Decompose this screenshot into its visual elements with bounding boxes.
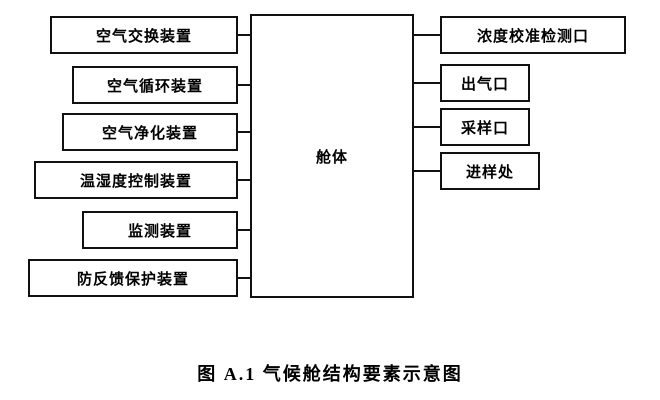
node-air-purification: 空气净化装置 <box>62 113 238 151</box>
connector-left-3 <box>238 131 250 133</box>
node-sample-inlet: 进样处 <box>440 152 540 190</box>
node-air-outlet: 出气口 <box>440 64 530 102</box>
connector-right-2 <box>414 82 440 84</box>
connector-left-5 <box>238 229 250 231</box>
node-air-exchange: 空气交换装置 <box>50 16 238 54</box>
node-sampling-port: 采样口 <box>440 108 530 146</box>
node-concentration-calibration-port: 浓度校准检测口 <box>440 16 626 54</box>
connector-right-4 <box>414 170 440 172</box>
node-anti-feedback-protection: 防反馈保护装置 <box>28 259 238 297</box>
connector-left-1 <box>238 34 250 36</box>
node-temp-humidity-control: 温湿度控制装置 <box>34 161 238 199</box>
connector-left-2 <box>238 84 250 86</box>
connector-left-4 <box>238 179 250 181</box>
connector-right-3 <box>414 126 440 128</box>
connector-left-6 <box>238 277 250 279</box>
connector-right-1 <box>414 34 440 36</box>
figure-caption: 图 A.1 气候舱结构要素示意图 <box>197 364 463 384</box>
node-monitoring-device: 监测装置 <box>82 211 238 249</box>
node-air-circulation: 空气循环装置 <box>72 66 238 104</box>
node-chamber-body: 舱体 <box>250 14 414 298</box>
